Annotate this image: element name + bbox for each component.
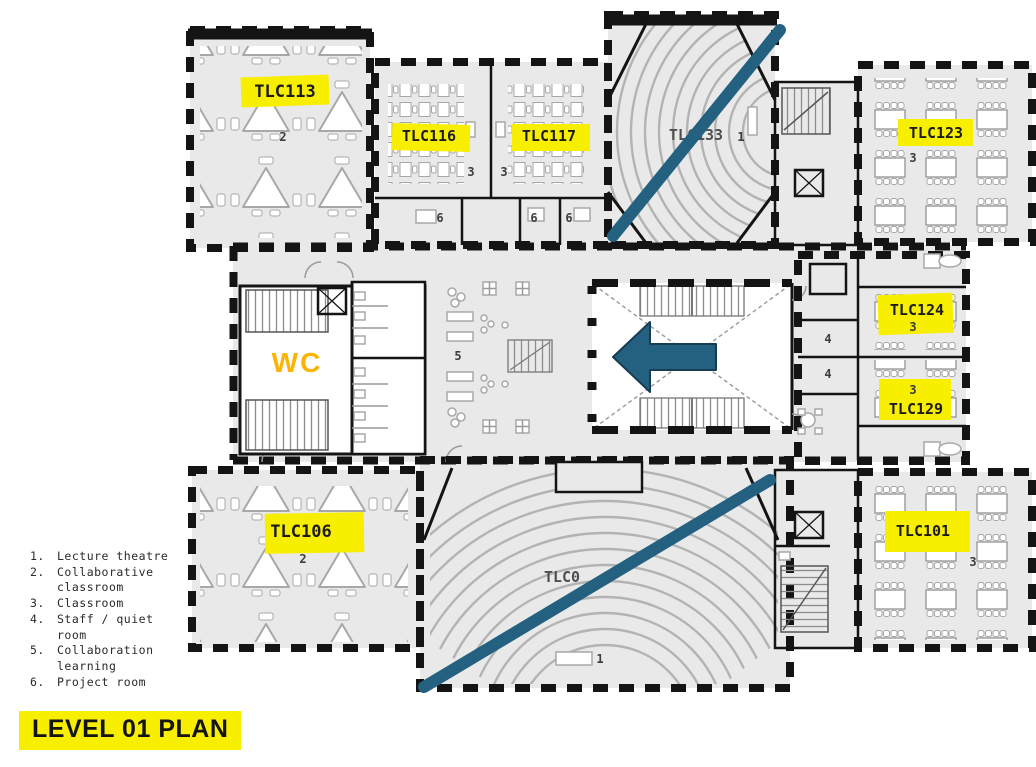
room-tlc101 bbox=[854, 468, 1036, 652]
project-room-tables bbox=[415, 207, 591, 224]
label-tlc124: TLC124 bbox=[890, 301, 944, 319]
elevator-icon bbox=[316, 286, 348, 316]
type-num-tlc116: 3 bbox=[467, 165, 474, 179]
label-tlc106: TLC106 bbox=[270, 522, 331, 542]
stage bbox=[555, 651, 593, 666]
room-tlc123 bbox=[854, 61, 1036, 246]
label-tlc123: TLC123 bbox=[909, 124, 963, 142]
trefoil-tables bbox=[200, 486, 408, 642]
legend-item-1: 1.Lecture theatre bbox=[30, 549, 169, 563]
round-table bbox=[797, 408, 823, 435]
type-num-tlc129: 3 bbox=[909, 383, 916, 397]
label-tlc129: TLC129 bbox=[889, 400, 943, 418]
stair-core-bottom bbox=[773, 468, 860, 650]
legend-item-2: 2.Collaborative bbox=[30, 564, 154, 579]
annotations bbox=[418, 24, 786, 693]
type-num-tlc133: 1 bbox=[737, 130, 744, 144]
label-wc: WC bbox=[272, 347, 323, 378]
group-tables bbox=[864, 78, 1016, 234]
page-title: LEVEL 01 PLAN bbox=[19, 711, 242, 750]
highlight-tlc124 bbox=[877, 292, 954, 336]
type-num-tlc113: 2 bbox=[279, 130, 286, 144]
highlight-tlc106 bbox=[264, 512, 365, 554]
type-num-theatre-bottom: 1 bbox=[596, 652, 603, 666]
type-num-tlc117: 3 bbox=[500, 165, 507, 179]
type-num-project-c: 6 bbox=[565, 211, 572, 225]
left-arrow-icon bbox=[612, 321, 717, 393]
entry-vestibule bbox=[554, 460, 644, 494]
legend-item-4: 4.Staff / quiet bbox=[30, 611, 154, 626]
group-tables bbox=[864, 484, 1016, 640]
label-tlc117: TLC117 bbox=[522, 127, 576, 145]
wc-block bbox=[238, 280, 427, 456]
type-num-tlc123: 3 bbox=[909, 151, 916, 165]
elevator-icon bbox=[793, 510, 825, 540]
elevator-icon bbox=[793, 168, 825, 198]
diagonal-strike-line-bottom-icon bbox=[418, 474, 776, 693]
label-tlc113: TLC113 bbox=[254, 82, 315, 102]
closet bbox=[808, 262, 848, 296]
highlight-tlc117 bbox=[512, 124, 590, 151]
type-num-project-b: 6 bbox=[530, 211, 537, 225]
type-num-tlc124: 3 bbox=[909, 320, 916, 334]
stairs-icon bbox=[245, 289, 329, 333]
legend-item-6: 6.Project room bbox=[30, 674, 147, 689]
label-tlc116: TLC116 bbox=[402, 127, 456, 145]
highlight-tlc113 bbox=[240, 74, 330, 108]
diagonal-strike-line-top-icon bbox=[607, 24, 786, 242]
stairs-icon bbox=[245, 399, 329, 451]
toilet-stalls bbox=[352, 291, 388, 443]
type-num-tlc106: 2 bbox=[299, 552, 306, 566]
room-theatre-bottom bbox=[416, 456, 794, 692]
room-tlc106 bbox=[188, 466, 424, 652]
highlight-tlc116 bbox=[391, 122, 471, 153]
legend-item-3: 3.Classroom bbox=[30, 596, 124, 611]
type-num-area5: 5 bbox=[454, 349, 461, 363]
label-theatre-bottom: TLC0 bbox=[544, 568, 580, 586]
type-num-staff-a: 4 bbox=[824, 332, 831, 346]
collaboration-area bbox=[446, 281, 553, 434]
highlight-tlc123 bbox=[898, 119, 973, 146]
room-tlc133-lecture-theatre bbox=[604, 11, 779, 249]
type-num-staff-b: 4 bbox=[824, 367, 831, 381]
legend-item-5: 5.Collaboration bbox=[30, 643, 154, 658]
type-num-project-a: 6 bbox=[436, 211, 443, 225]
type-num-tlc101: 3 bbox=[969, 555, 976, 569]
highlight-tlc129 bbox=[879, 379, 951, 420]
label-tlc101: TLC101 bbox=[896, 522, 950, 540]
lectern bbox=[747, 106, 758, 136]
room-labels: TLC113 2 TLC116 3 TLC117 3 TLC133 1 TLC1… bbox=[240, 74, 977, 666]
highlight-tlc101 bbox=[885, 511, 970, 552]
legend: 1.Lecture theatre 2.Collaborative classr… bbox=[30, 549, 169, 689]
kitchenette-tables bbox=[923, 253, 962, 457]
